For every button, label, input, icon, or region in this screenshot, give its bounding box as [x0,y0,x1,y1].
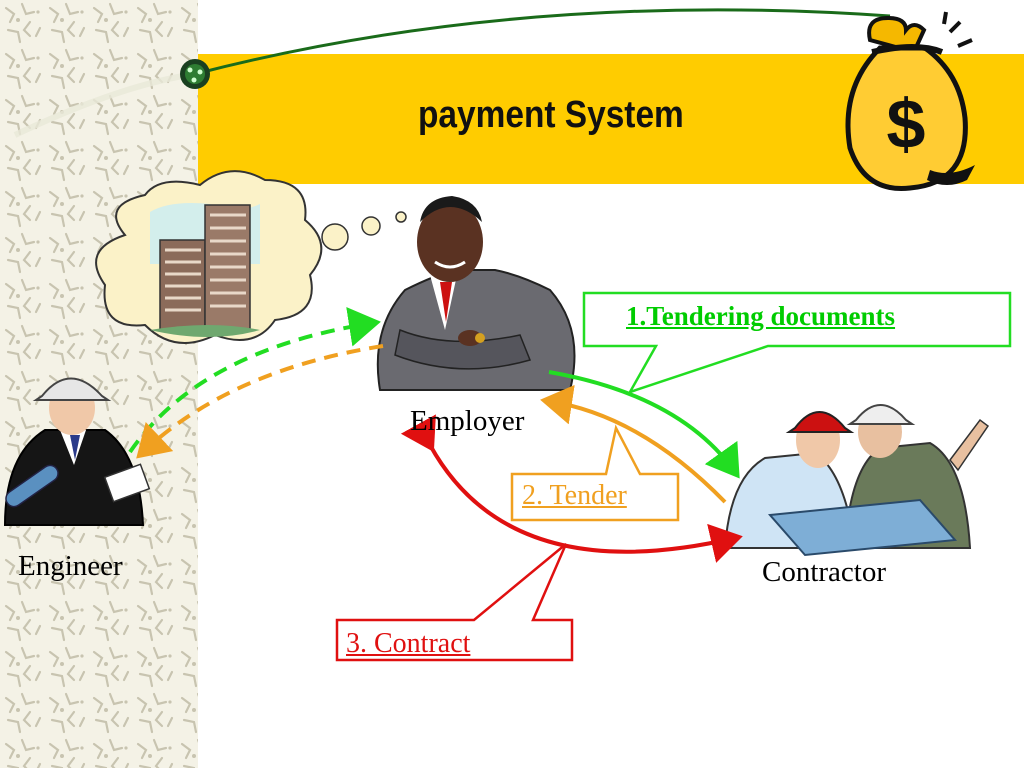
tendering-documents-label: 1.Tendering documents [626,301,896,331]
callout-box-contract [335,543,574,662]
comet-decoration [13,8,891,138]
engineer-label: Engineer [18,550,123,582]
arrow-employer-to-engineer [136,344,384,459]
slide-title: payment System [418,94,684,136]
callout-box-tendering [582,291,1012,395]
building-thought-cloud-icon [95,170,407,344]
contractor-figure [723,404,990,557]
tender-label: 2. Tender [522,480,627,511]
employer-label: Employer [410,405,525,437]
contractor-label: Contractor [762,556,887,588]
contract-label: 3. Contract [346,628,471,659]
money-bag-dollar-icon: $ [845,11,975,191]
callout-box-tender [510,424,680,522]
employer-figure [376,196,576,391]
svg-text:$: $ [887,85,926,163]
engineer-figure [3,377,151,526]
arrow-contract [400,414,743,563]
